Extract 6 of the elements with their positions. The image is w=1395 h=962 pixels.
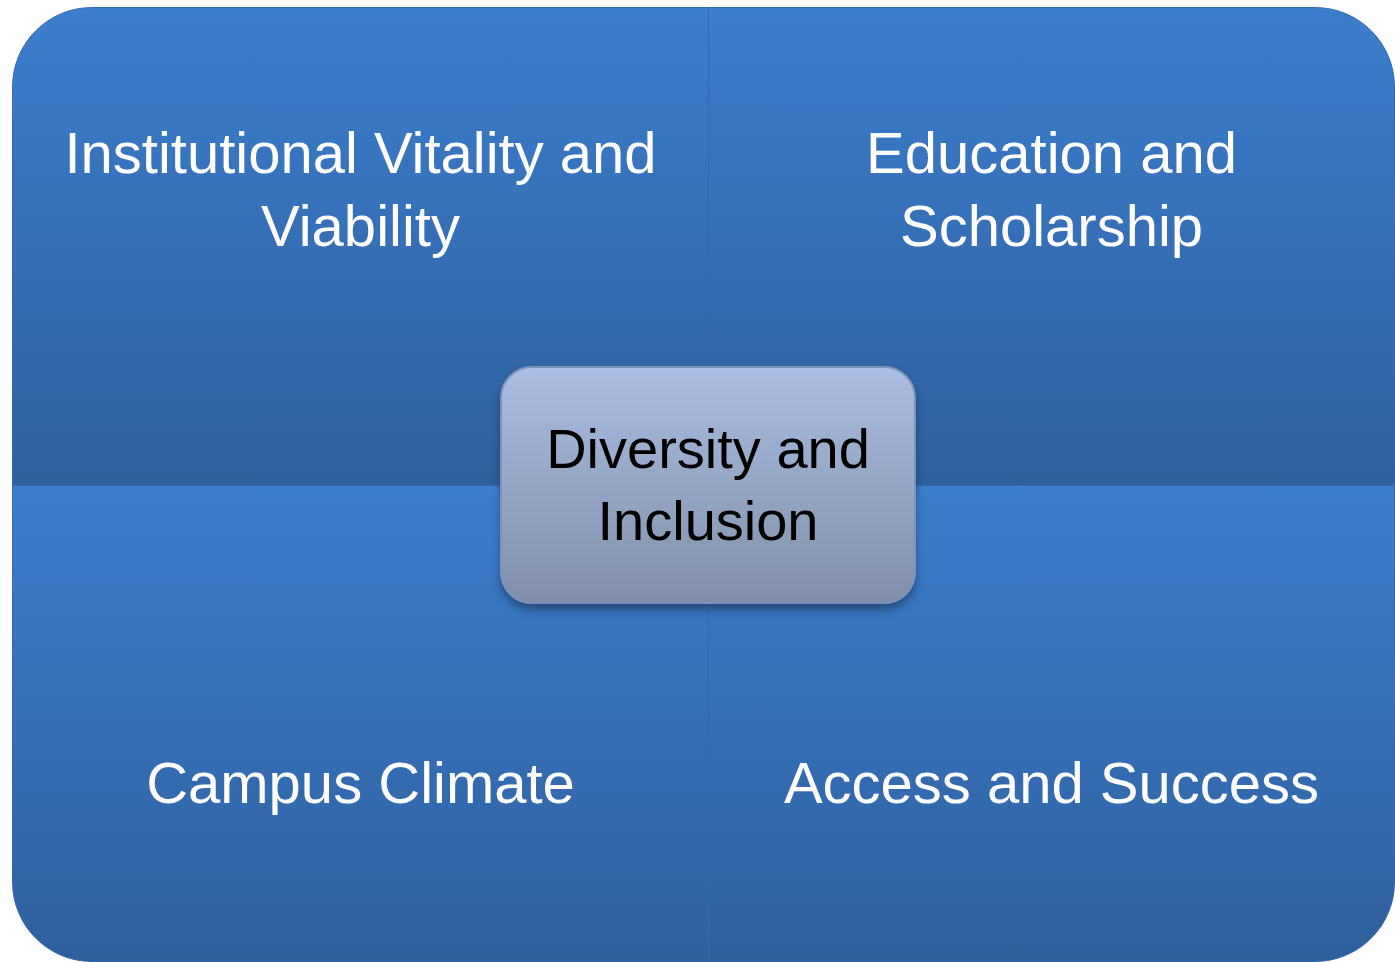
node-label: Diversity and Inclusion — [545, 416, 871, 554]
node-label: Access and Success — [783, 749, 1320, 817]
center-box — [500, 366, 916, 604]
node-label: Campus Climate — [146, 749, 575, 817]
node-label: Education and Scholarship — [865, 119, 1238, 260]
node-label: Institutional Vitality and Viability — [63, 119, 658, 260]
